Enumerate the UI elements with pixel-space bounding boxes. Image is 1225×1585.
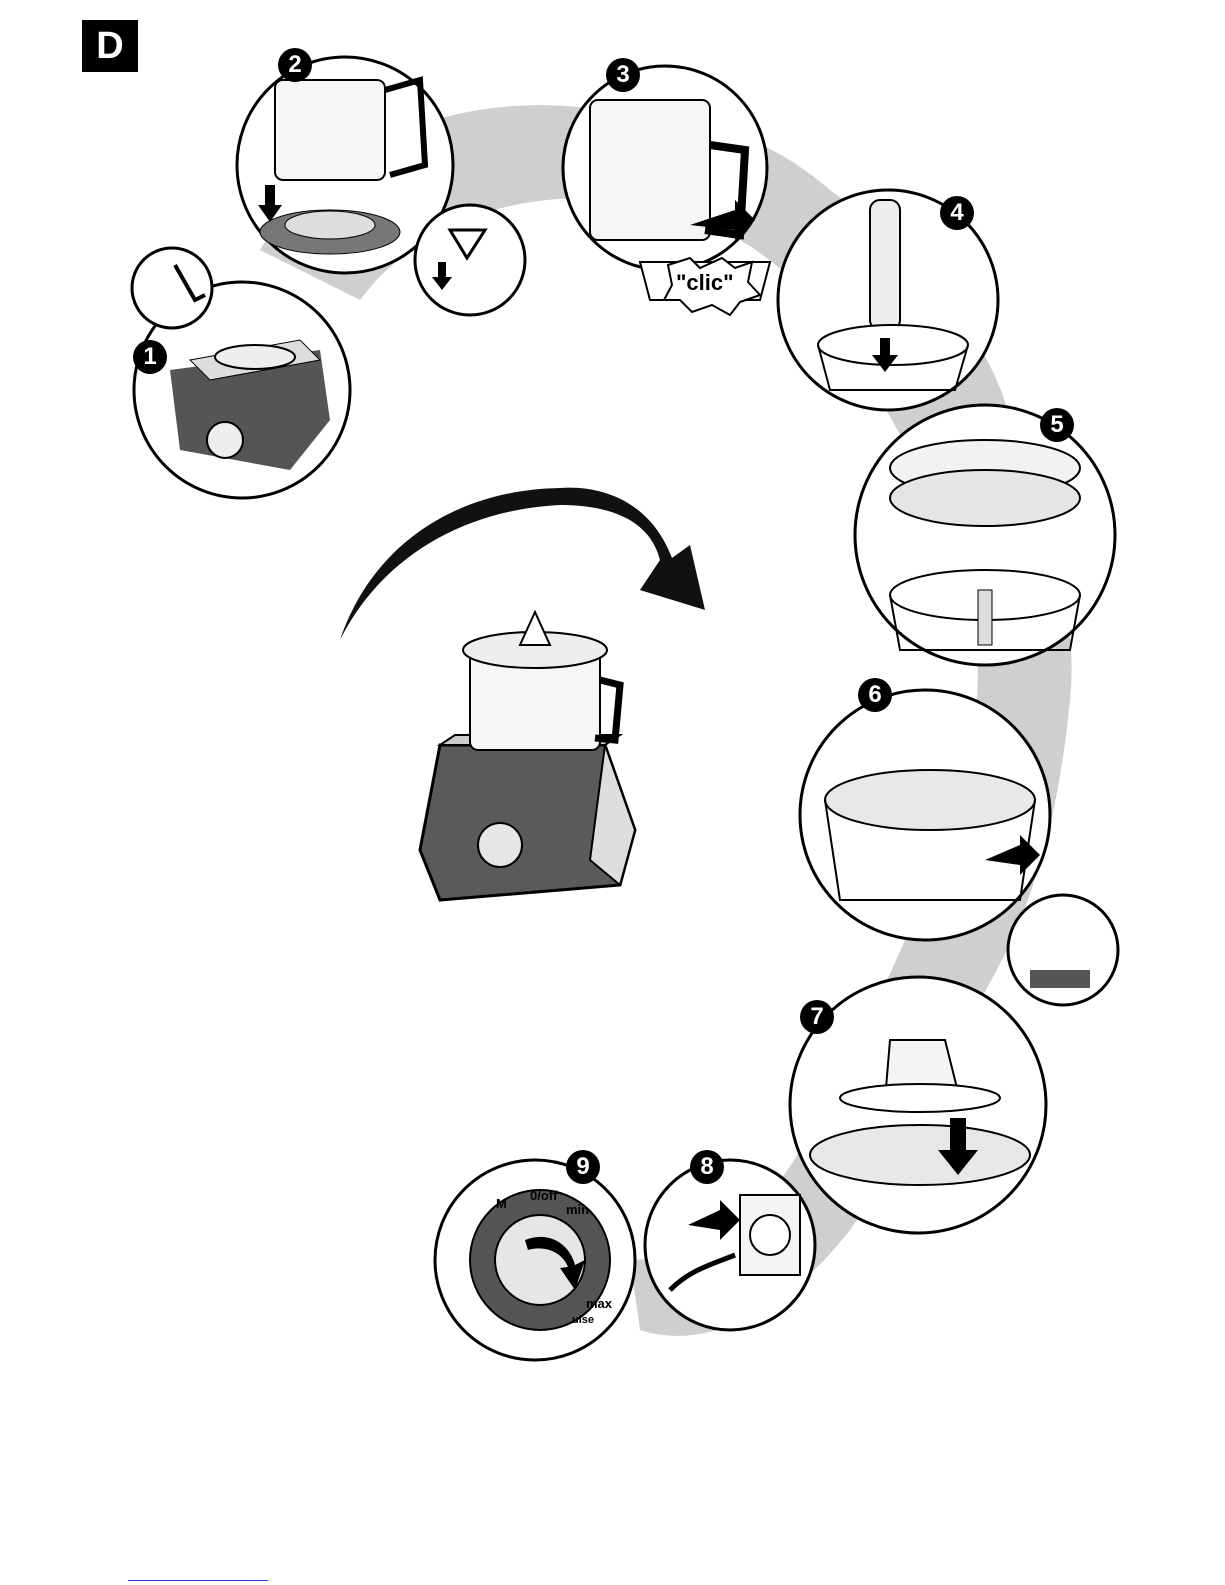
dial-label-pulse: ulse <box>572 1314 594 1326</box>
section-label: D <box>82 20 138 72</box>
step-number-4: 4 <box>940 196 974 230</box>
dial-label-min: min <box>566 1202 589 1217</box>
step-number-9: 9 <box>566 1150 600 1184</box>
assembled-appliance <box>420 612 635 900</box>
dial-label-off: 0/off <box>530 1188 557 1203</box>
step-1-illustration <box>132 248 350 498</box>
dial-label-max: max <box>586 1296 612 1311</box>
step-3-illustration <box>563 66 770 300</box>
step-number-8: 8 <box>690 1150 724 1184</box>
step-number-7: 7 <box>800 1000 834 1034</box>
step-8-illustration <box>645 1160 815 1330</box>
dial-label-m: M <box>496 1196 507 1211</box>
step-5-illustration <box>855 405 1115 665</box>
rotation-arrow <box>340 488 705 640</box>
step-number-5: 5 <box>1040 408 1074 442</box>
step-number-6: 6 <box>858 678 892 712</box>
step-number-1: 1 <box>133 340 167 374</box>
footer-rule <box>128 1580 268 1581</box>
clic-caption: "clic" <box>676 270 734 296</box>
step-number-3: 3 <box>606 58 640 92</box>
step-number-2: 2 <box>278 48 312 82</box>
